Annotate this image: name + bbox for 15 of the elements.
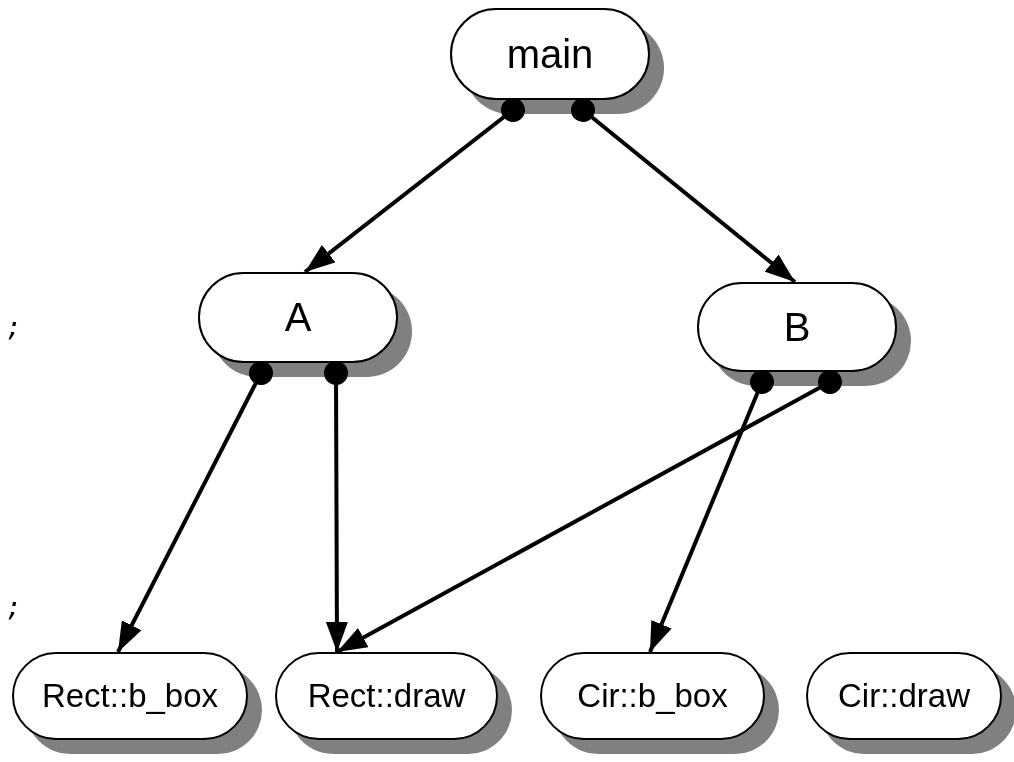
node-label: Cir::b_box [577, 677, 728, 715]
node-label: A [284, 295, 312, 340]
node-label: Rect::draw [307, 677, 466, 715]
semicolon-note: ; [6, 312, 22, 342]
node-label: B [783, 304, 811, 350]
arrow [648, 370, 774, 653]
node-label: main [506, 31, 594, 77]
node-label: Cir::draw [838, 677, 970, 715]
arrow [571, 98, 797, 284]
semicolon-note: ; [6, 592, 22, 622]
arrow [303, 98, 525, 274]
node-label: Rect::b_box [41, 677, 219, 715]
arrow [116, 361, 273, 653]
arrow [324, 361, 348, 652]
arrow [336, 370, 842, 654]
